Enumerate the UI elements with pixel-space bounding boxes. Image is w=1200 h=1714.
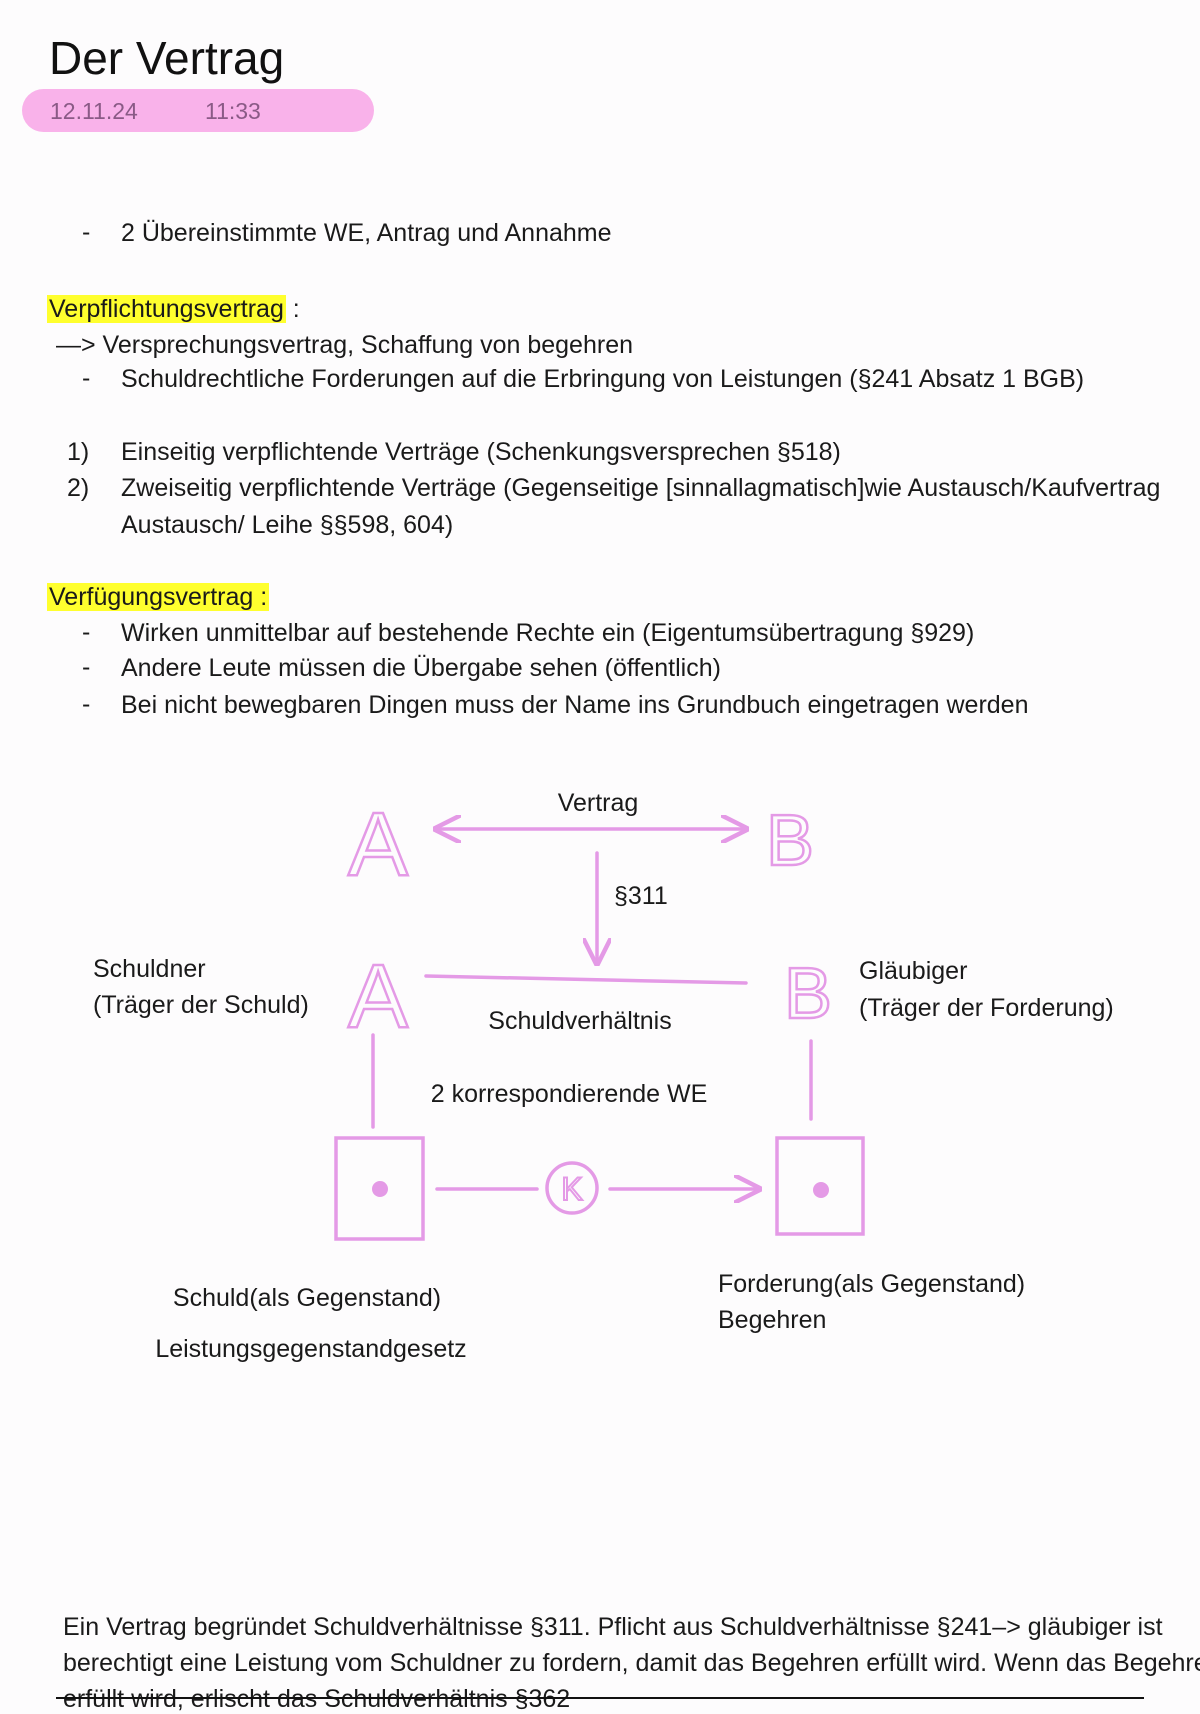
list-item: Einseitig verpflichtende Verträge (Schen… — [121, 438, 841, 466]
forderung-box — [775, 1136, 865, 1236]
highlight: Verfügungsvertrag : — [47, 583, 270, 611]
schuldner-label: Schuldner — [93, 955, 206, 983]
bullet-dash: - — [82, 690, 91, 718]
vertrag-label: Vertrag — [558, 789, 639, 817]
forderung-dot — [813, 1182, 829, 1198]
schuldner-sub: (Träger der Schuld) — [93, 991, 309, 1019]
list-item: Zweiseitig verpflichtende Verträge (Gege… — [121, 474, 1161, 502]
letter-b-middle: B — [784, 954, 832, 1034]
intro-bullet: 2 Übereinstimmte WE, Antrag und Annahme — [121, 219, 612, 247]
korrespondierende-label: 2 korrespondierende WE — [431, 1080, 708, 1108]
divider — [56, 1697, 1144, 1699]
verfuegung-bullet: Bei nicht bewegbaren Dingen muss der Nam… — [121, 691, 1029, 719]
verfuegung-heading: Verfügungsvertrag : — [47, 582, 270, 612]
letter-a-middle: A — [348, 947, 408, 1047]
leistung-label: Leistungsgegenstandgesetz — [155, 1335, 466, 1363]
verfuegung-bullet: Andere Leute müssen die Übergabe sehen (… — [121, 654, 721, 682]
summary-line: berechtigt eine Leistung vom Schuldner z… — [63, 1649, 1200, 1677]
colon: : — [285, 295, 300, 323]
date: 12.11.24 — [50, 98, 138, 124]
arrow-line: —> Versprechungsvertrag, Schaffung von b… — [56, 331, 634, 359]
bullet-dash: - — [82, 364, 91, 392]
forderung-gegenstand-label: Forderung(als Gegenstand) — [718, 1270, 1025, 1298]
k-circle — [545, 1161, 599, 1215]
letter-a-top: A — [348, 795, 408, 895]
bullet-dash: - — [82, 618, 91, 646]
verpflichtung-heading: Verpflichtungsvertrag : — [47, 294, 300, 324]
highlight: Verpflichtungsvertrag — [47, 295, 286, 323]
bullet-dash: - — [82, 653, 91, 681]
summary-line: erfüllt wird, erlischt das Schuldverhält… — [63, 1685, 571, 1713]
glaeubiger-label: Gläubiger — [859, 957, 967, 985]
time: 11:33 — [205, 98, 261, 124]
begehren-label: Begehren — [718, 1306, 826, 1334]
schuld-gegenstand-label: Schuld(als Gegenstand) — [173, 1284, 441, 1312]
list-item-continued: Austausch/ Leihe §§598, 604) — [121, 511, 454, 539]
summary-line: Ein Vertrag begründet Schuldverhältnisse… — [63, 1613, 1163, 1641]
list-number: 2) — [67, 474, 90, 502]
date-time-badge: 12.11.24 11:33 — [22, 89, 374, 132]
schuld-box — [334, 1136, 425, 1241]
verfuegung-bullet: Wirken unmittelbar auf bestehende Rechte… — [121, 619, 975, 647]
para311-label: §311 — [614, 882, 668, 910]
bullet-dash: - — [82, 218, 91, 246]
schuldverhaeltnis-line — [424, 974, 748, 985]
letter-b-top: B — [766, 801, 814, 881]
page-title: Der Vertrag — [49, 32, 285, 84]
schuld-dot — [372, 1181, 388, 1197]
verpflichtung-bullet: Schuldrechtliche Forderungen auf die Erb… — [121, 365, 1085, 393]
schuldverhaeltnis-label: Schuldverhältnis — [488, 1007, 671, 1035]
glaeubiger-sub: (Träger der Forderung) — [859, 994, 1114, 1022]
list-number: 1) — [67, 438, 90, 466]
k-letter: K — [561, 1171, 582, 1207]
